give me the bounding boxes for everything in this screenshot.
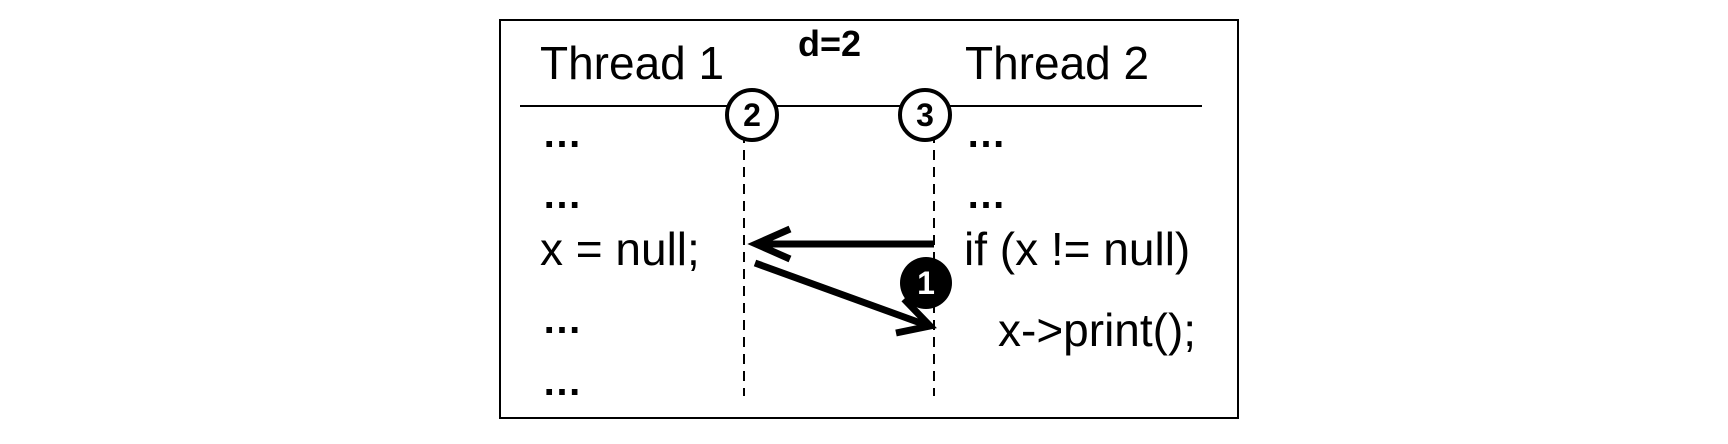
thread2-line: … <box>966 112 1007 156</box>
thread1-line: … <box>542 298 583 342</box>
marker-circle-3 <box>898 88 952 142</box>
marker-1-label: 1 <box>917 265 935 301</box>
arrow-left-head <box>747 225 792 263</box>
thread1-header: Thread 1 <box>540 37 725 89</box>
marker-3-label: 3 <box>916 97 934 133</box>
thread1-line: … <box>542 173 583 217</box>
thread2-line: … <box>966 173 1007 217</box>
thread1-code-x-null: x = null; <box>540 223 700 275</box>
arrow-diagonal-head <box>895 296 937 337</box>
arrow-diagonal-shaft <box>753 259 928 329</box>
thread1-line: … <box>542 112 583 156</box>
marker-circle-1 <box>900 257 952 309</box>
marker-2-label: 2 <box>743 97 761 133</box>
thread1-line: … <box>542 360 583 404</box>
diagram-border <box>499 19 1239 419</box>
thread2-code-if: if (x != null) <box>964 223 1191 275</box>
thread2-header: Thread 2 <box>965 37 1150 89</box>
distance-label: d=2 <box>798 23 862 64</box>
thread2-code-print: x->print(); <box>998 304 1197 356</box>
marker-circle-2 <box>725 88 779 142</box>
